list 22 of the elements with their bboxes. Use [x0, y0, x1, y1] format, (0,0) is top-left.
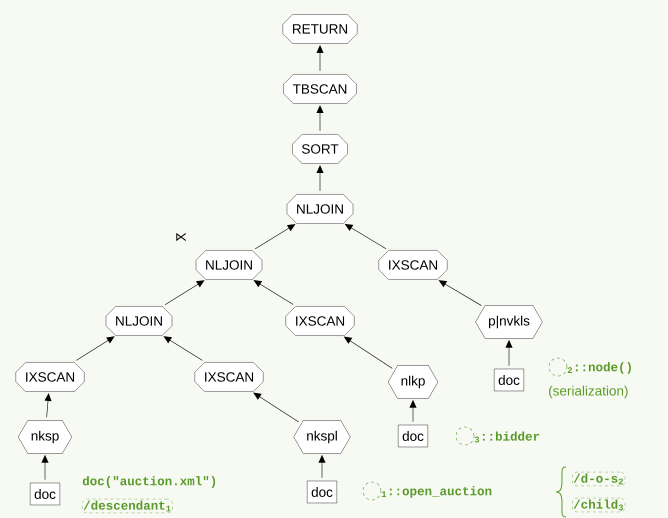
operator-box: RETURN	[282, 14, 358, 44]
annotation: $_{1}$::open_auction	[362, 482, 492, 500]
index-hexagon: p|nvkls	[475, 305, 543, 339]
annotation: $_{3}$::bidder	[456, 426, 540, 446]
index-hexagon: nkspl	[294, 420, 350, 454]
document-box: doc	[494, 368, 524, 392]
document-box: doc	[398, 424, 428, 448]
arrow	[344, 224, 386, 250]
document-box: doc	[30, 482, 60, 506]
operator-box: SORT	[292, 134, 348, 164]
annotation: doc("auction.xml")	[82, 476, 216, 488]
annotation: /child$_{3}$	[572, 498, 626, 512]
annotation: (serialization)	[549, 386, 628, 398]
join-symbol: ⋉	[176, 232, 186, 242]
annotation: /descendant$_{1}$	[82, 498, 173, 514]
annotation: /d-o-s$_{2}$	[572, 472, 626, 486]
operator-box: TBSCAN	[283, 74, 357, 104]
document-box: doc	[306, 480, 338, 504]
index-hexagon: nksp	[18, 420, 72, 454]
index-hexagon: nlkp	[388, 365, 438, 399]
arrow	[253, 392, 299, 422]
annotation: $_{2}$::node()	[548, 358, 631, 376]
